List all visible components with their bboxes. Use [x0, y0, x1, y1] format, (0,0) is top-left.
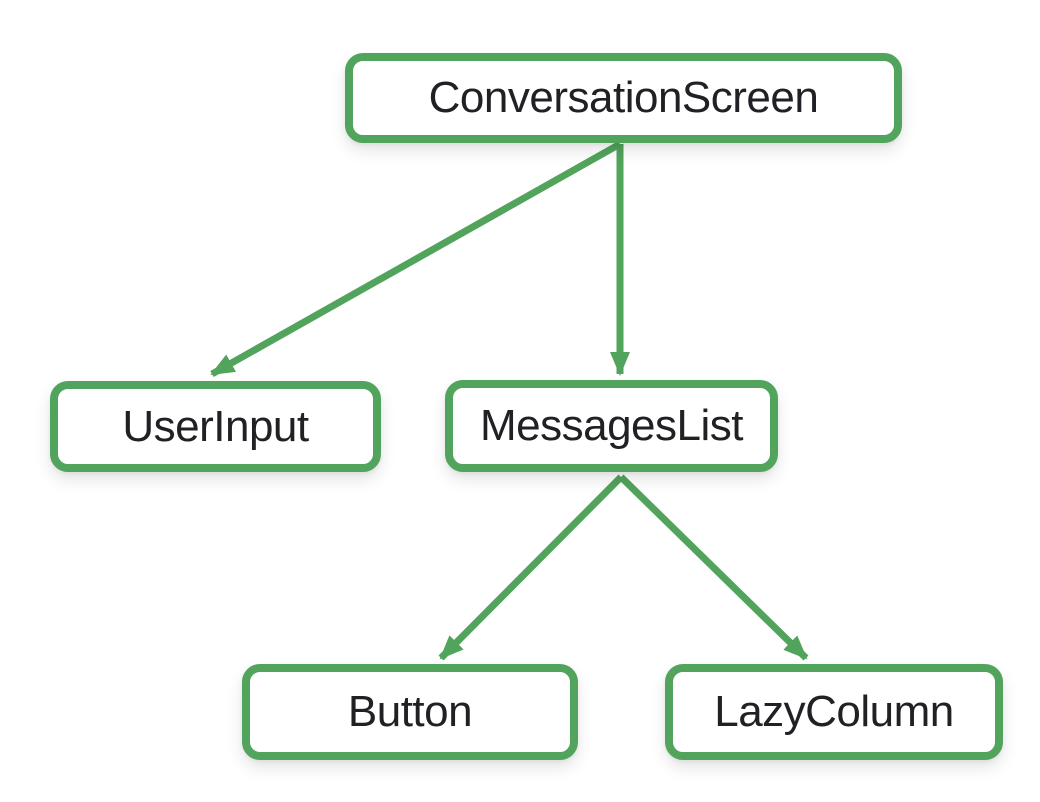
node-user-input-label: UserInput [122, 401, 309, 451]
node-user-input: UserInput [50, 381, 381, 472]
node-messages-list-label: MessagesList [479, 401, 744, 450]
node-lazy-column-label: LazyColumn [714, 687, 954, 736]
node-conversation-screen-label: ConversationScreen [428, 73, 819, 122]
node-conversation-screen: ConversationScreen [345, 53, 902, 143]
node-messages-list: MessagesList [445, 380, 778, 472]
edge-messageslist-button [438, 474, 624, 661]
edge-conversationscreen-userinput [210, 140, 622, 378]
node-button-label: Button [347, 687, 473, 736]
edge-messageslist-lazycolumn [618, 474, 809, 661]
node-lazy-column: LazyColumn [665, 664, 1003, 760]
node-button: Button [242, 664, 578, 760]
